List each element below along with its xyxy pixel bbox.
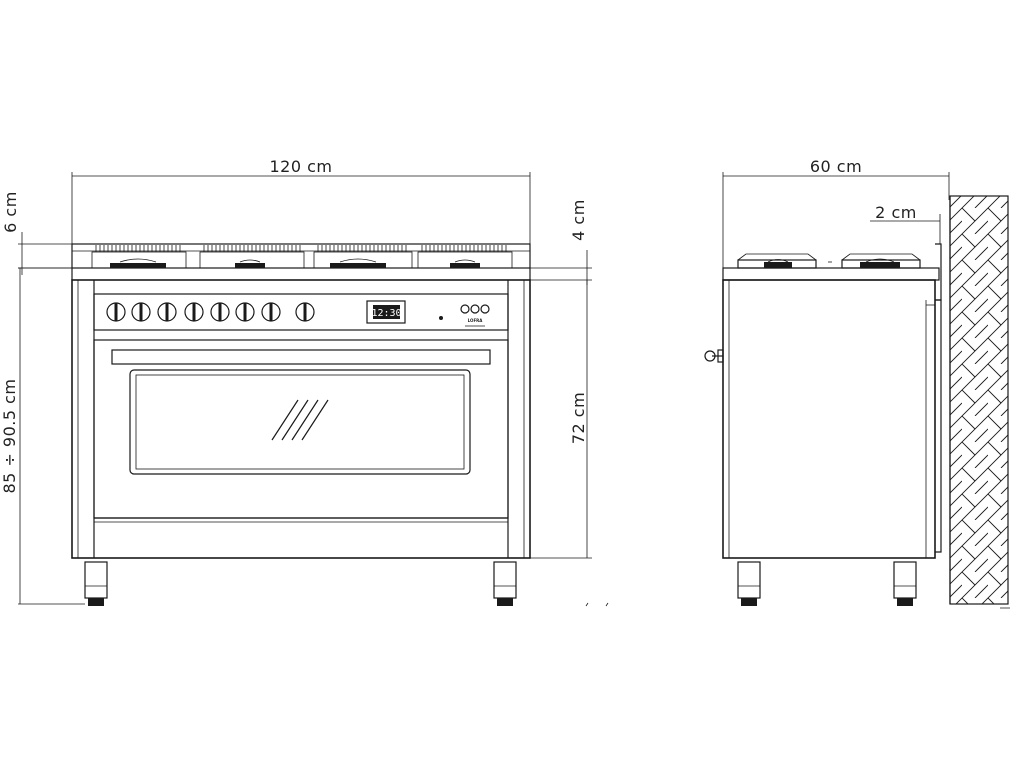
- brand-logo: LOFRA: [468, 318, 484, 323]
- wall-section: [949, 195, 1010, 609]
- wall-gap-label: 2 cm: [875, 203, 917, 222]
- overall-height-label: 85 ÷ 90.5 cm: [0, 378, 19, 493]
- touch-buttons: [460, 304, 490, 314]
- side-view: 60 cm 2 cm: [704, 157, 1010, 609]
- depth-dimension: 60 cm: [722, 157, 950, 268]
- top-thickness-label: 6 cm: [1, 191, 20, 233]
- front-view: 120 cm 6 cm 85 ÷ 90.5 cm 4 cm 72 cm: [0, 157, 609, 607]
- front-body: 12:30 LOFRA: [71, 268, 531, 606]
- display-digits: 12:30: [371, 308, 401, 319]
- side-body: [704, 243, 942, 606]
- overall-height-dimension: 85 ÷ 90.5 cm: [0, 267, 85, 605]
- width-label: 120 cm: [269, 157, 332, 176]
- hob-height-dimension: 4 cm: [530, 199, 592, 285]
- timer-display: 12:30: [366, 300, 406, 324]
- body-height-label: 72 cm: [569, 392, 588, 444]
- control-knobs: [106, 302, 315, 322]
- front-hob: [71, 243, 531, 269]
- top-thickness-dimension: 6 cm: [1, 191, 72, 275]
- side-hob: [722, 253, 940, 281]
- body-height-dimension: 72 cm: [530, 280, 609, 607]
- hob-height-label: 4 cm: [569, 199, 588, 241]
- depth-label: 60 cm: [810, 157, 862, 176]
- wall-gap-dimension: 2 cm: [870, 203, 951, 244]
